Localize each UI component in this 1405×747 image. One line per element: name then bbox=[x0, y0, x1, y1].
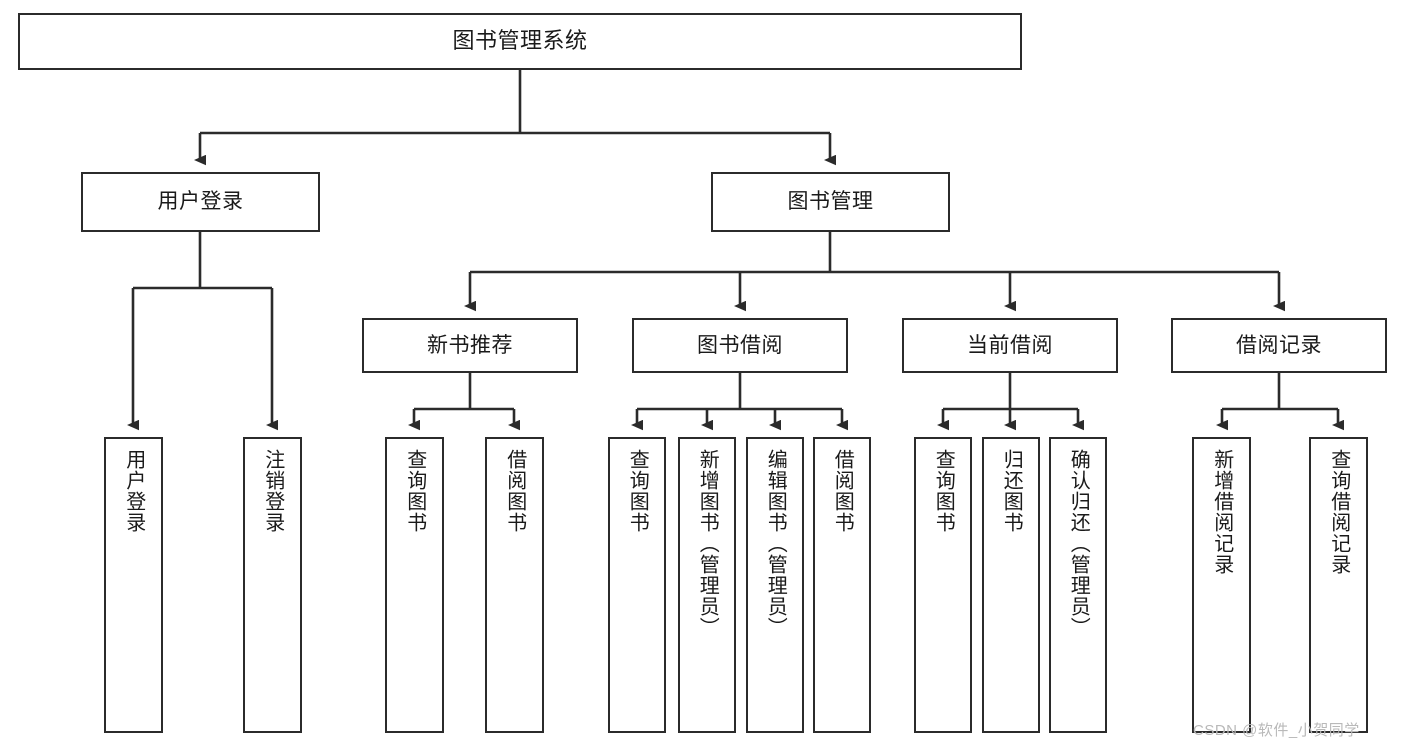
node-root[interactable]: 图书管理系统 bbox=[18, 13, 1022, 70]
node-new-book-recommend[interactable]: 新书推荐 bbox=[362, 318, 578, 373]
leaf-label: 编辑图书（管理员） bbox=[764, 449, 787, 638]
node-current-borrow[interactable]: 当前借阅 bbox=[902, 318, 1118, 373]
leaf-borrow-edit-book-admin[interactable]: 编辑图书（管理员） bbox=[746, 437, 804, 733]
leaf-label: 注销登录 bbox=[261, 449, 284, 533]
leaf-record-query-record[interactable]: 查询借阅记录 bbox=[1309, 437, 1368, 733]
leaf-recommend-query-book[interactable]: 查询图书 bbox=[385, 437, 444, 733]
leaf-user-login-logout[interactable]: 注销登录 bbox=[243, 437, 302, 733]
leaf-label: 查询借阅记录 bbox=[1327, 449, 1350, 575]
leaf-current-confirm-return-admin[interactable]: 确认归还（管理员） bbox=[1049, 437, 1107, 733]
leaf-label: 查询图书 bbox=[403, 449, 426, 533]
leaf-label: 查询图书 bbox=[626, 449, 649, 533]
node-book-borrow[interactable]: 图书借阅 bbox=[632, 318, 848, 373]
leaf-current-return-book[interactable]: 归还图书 bbox=[982, 437, 1040, 733]
leaf-label: 归还图书 bbox=[1000, 449, 1023, 533]
leaf-label: 查询图书 bbox=[932, 449, 955, 533]
leaf-borrow-add-book-admin[interactable]: 新增图书（管理员） bbox=[678, 437, 736, 733]
leaf-label: 借阅图书 bbox=[503, 449, 526, 533]
leaf-label: 新增借阅记录 bbox=[1210, 449, 1233, 575]
leaf-borrow-borrow-book[interactable]: 借阅图书 bbox=[813, 437, 871, 733]
node-borrow-record[interactable]: 借阅记录 bbox=[1171, 318, 1387, 373]
node-user-login[interactable]: 用户登录 bbox=[81, 172, 320, 232]
leaf-user-login-login[interactable]: 用户登录 bbox=[104, 437, 163, 733]
leaf-record-add-record[interactable]: 新增借阅记录 bbox=[1192, 437, 1251, 733]
leaf-label: 借阅图书 bbox=[831, 449, 854, 533]
leaf-recommend-borrow-book[interactable]: 借阅图书 bbox=[485, 437, 544, 733]
leaf-current-query-book[interactable]: 查询图书 bbox=[914, 437, 972, 733]
csdn-watermark: CSDN @软件_小贺同学 bbox=[1193, 722, 1360, 739]
leaf-label: 用户登录 bbox=[122, 449, 145, 533]
leaf-label: 确认归还（管理员） bbox=[1067, 449, 1090, 638]
leaf-borrow-query-book[interactable]: 查询图书 bbox=[608, 437, 666, 733]
node-book-management[interactable]: 图书管理 bbox=[711, 172, 950, 232]
leaf-label: 新增图书（管理员） bbox=[696, 449, 719, 638]
